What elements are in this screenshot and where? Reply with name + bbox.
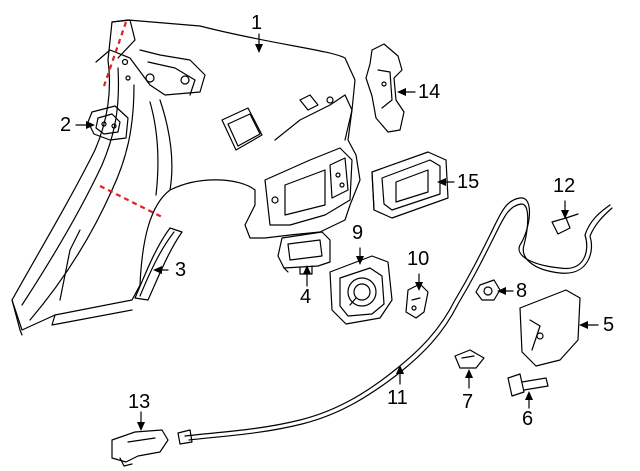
callout-13: 13 <box>128 391 151 413</box>
callout-7: 7 <box>462 391 474 413</box>
leader-lines <box>75 33 599 429</box>
bracket-part-2 <box>87 105 129 141</box>
arrowheads <box>86 44 588 431</box>
callout-2: 2 <box>60 114 72 136</box>
fuel-door-part-5 <box>519 289 581 367</box>
callout-6: 6 <box>522 408 534 430</box>
fuel-filler-housing-part-9 <box>329 255 393 325</box>
callout-14: 14 <box>418 81 441 103</box>
callout-9: 9 <box>352 222 364 244</box>
callout-1: 1 <box>251 12 263 34</box>
cut-line-upper <box>102 21 128 87</box>
quarter-panel-part-1 <box>11 19 361 336</box>
bracket-part-4 <box>277 231 331 275</box>
hinge-part-10 <box>405 283 429 319</box>
callout-4: 4 <box>300 286 312 308</box>
grommet-part-8 <box>475 279 501 301</box>
callout-12: 12 <box>553 175 576 197</box>
callout-10: 10 <box>407 248 430 270</box>
shield-part-14 <box>365 43 405 133</box>
callout-5: 5 <box>603 314 615 336</box>
bulb-part-12 <box>551 213 579 235</box>
pocket-part-15 <box>371 151 449 219</box>
cut-line-lower <box>99 185 165 219</box>
bolt-part-6 <box>507 373 549 397</box>
molding-part-3 <box>134 227 183 301</box>
clip-part-7 <box>454 349 485 369</box>
callout-3: 3 <box>175 259 187 281</box>
callout-11: 11 <box>387 387 408 409</box>
cut-lines <box>99 21 165 219</box>
cable-part-11 <box>177 197 613 445</box>
callout-15: 15 <box>457 171 480 193</box>
callout-8: 8 <box>516 280 528 302</box>
lever-part-13 <box>111 429 169 467</box>
